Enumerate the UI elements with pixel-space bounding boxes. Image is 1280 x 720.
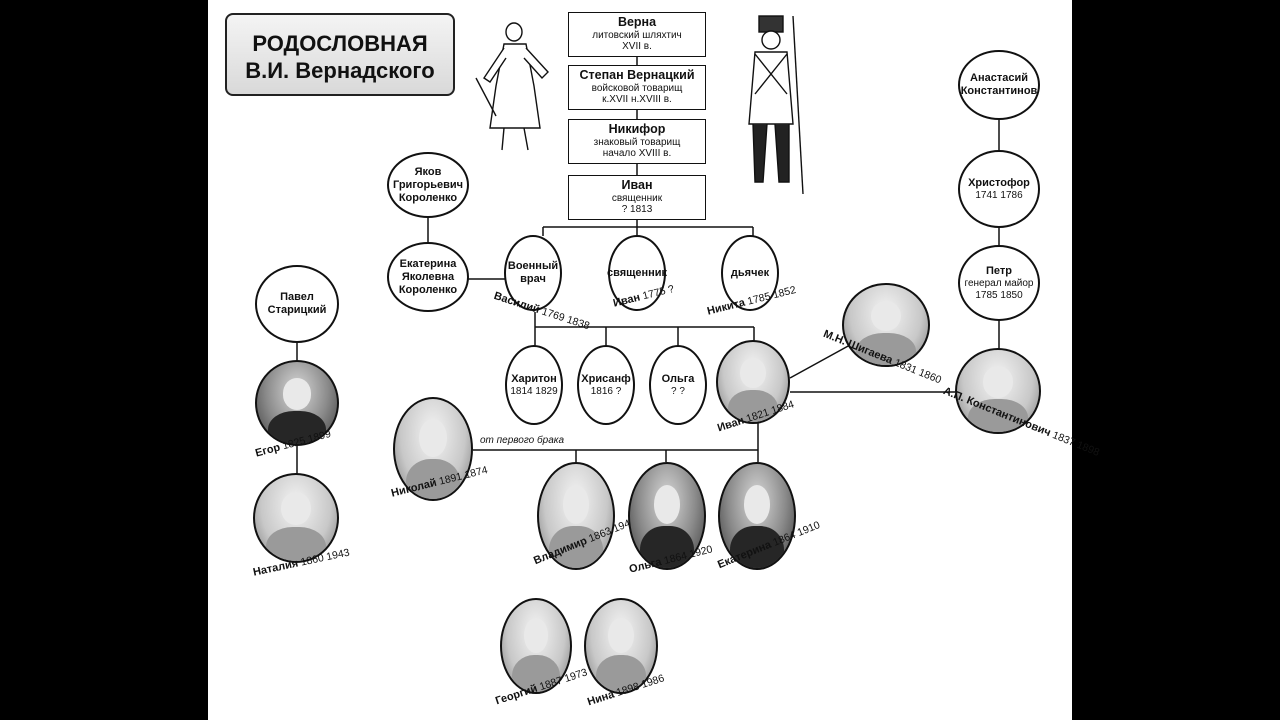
node-khariton: Харитон 1814 1829 [505,345,563,425]
lineage-box-nikifor: Никифор знаковый товарищ начало XVIII в. [568,119,706,164]
node-name: Петр [986,264,1012,277]
node-ekaterina-korolenko: Екатерина Яколевна Короленко [387,242,469,312]
lineage-desc: литовский шляхтич XVII в. [592,30,682,52]
first-marriage-note: от первого брака [480,435,565,446]
title-line1: РОДОСЛОВНАЯ [252,31,428,56]
lineage-desc: знаковый товарищ начало XVIII в. [593,137,681,159]
photo-ekaterina [718,462,796,570]
node-vasily: Военный врач [504,235,562,311]
photo-georgy [500,598,572,694]
node-name: Павел Старицкий [267,291,327,316]
lineage-name: Никифор [608,122,666,136]
lineage-name: Степан Вернацкий [579,68,695,82]
photo-natalia [253,473,339,563]
node-olga-vasily: Ольга ? ? [649,345,707,425]
photo-nina [584,598,658,694]
photo-egor [255,360,339,446]
cossack-figure-right [748,15,804,195]
node-name: Христофор [968,176,1030,189]
photo-olga [628,462,706,570]
node-nikita: дьячек [721,235,779,311]
node-role: дьячек [730,266,770,279]
node-years: ? ? [671,385,685,397]
lineage-box-ivan-priest: Иван священник ? 1813 [568,175,706,220]
node-years: 1741 1786 [975,189,1023,201]
photo-nikolay [393,397,473,501]
node-role: священник [606,266,668,279]
node-pavel-staritsky: Павел Старицкий [255,265,339,343]
node-yakov-korolenko: Яков Григорьевич Короленко [387,152,469,218]
node-khristofor: Христофор 1741 1786 [958,150,1040,228]
node-name: Яков Григорьевич Короленко [393,165,463,204]
node-years: генерал майор 1785 1850 [964,277,1034,301]
photo-shigaeva [842,283,930,367]
node-years: 1816 ? [590,385,622,397]
node-name: Ольга [661,372,695,385]
node-years: 1814 1829 [510,385,558,397]
lineage-box-stepan: Степан Вернацкий войсковой товарищ к.XVI… [568,65,706,110]
node-ivan-priest-son: священник [606,235,668,311]
node-name: Хрисанф [581,372,631,385]
photo-konstantinovich [955,348,1041,434]
lineage-name: Иван [621,178,653,192]
title-panel: РОДОСЛОВНАЯ В.И. Вернадского [225,13,455,96]
lineage-name: Верна [617,15,657,29]
cossack-figure-left [475,22,549,151]
node-role: Военный врач [507,260,559,285]
lineage-box-verna: Верна литовский шляхтич XVII в. [568,12,706,57]
node-name: Харитон [511,372,557,385]
photo-ivan [716,340,790,424]
node-name: Екатерина Яколевна Короленко [398,257,458,296]
node-anastasy: Анастасий Константинов [958,50,1040,120]
node-name: Анастасий Константинов [960,72,1038,97]
photo-vladimir [537,462,615,570]
node-petr: Петр генерал майор 1785 1850 [958,245,1040,321]
title-line2: В.И. Вернадского [245,58,435,83]
lineage-desc: священник ? 1813 [611,193,663,215]
node-khrisanf: Хрисанф 1816 ? [577,345,635,425]
lineage-desc: войсковой товарищ к.XVII н.XVIII в. [591,83,683,105]
